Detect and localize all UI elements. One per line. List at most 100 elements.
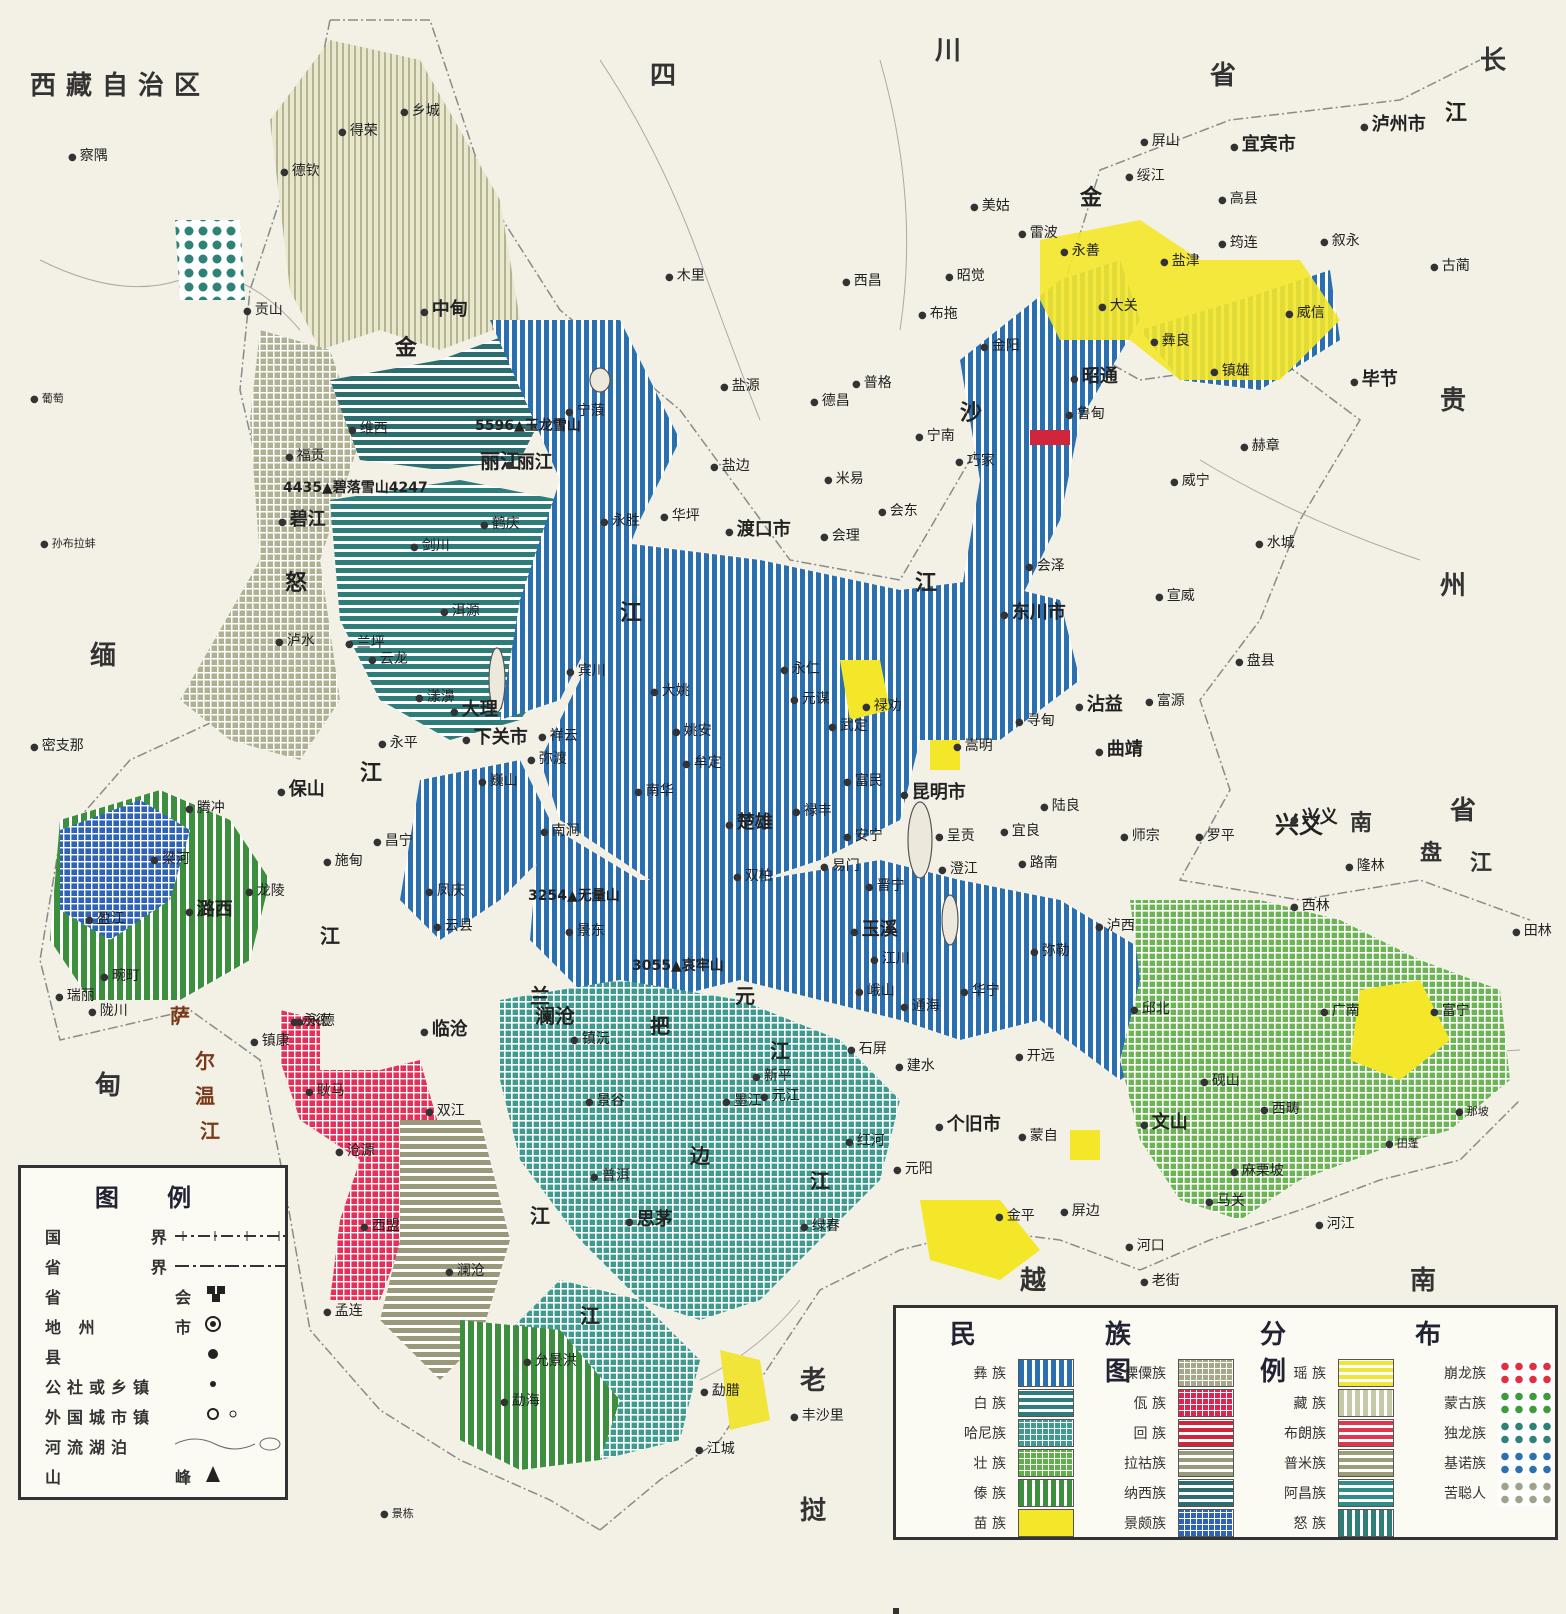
city-label-yuanmou: 元谋 (790, 688, 830, 708)
ethnic-legend-item: 傣 族 (946, 1478, 1106, 1508)
ethnic-name: 苦聪人 (1444, 1486, 1486, 1502)
region-yao (720, 1350, 770, 1430)
city-label-hejiang: 河江 (1315, 1213, 1355, 1233)
river-label: 江 (360, 761, 383, 786)
city-label-jiangcheng: 江城 (695, 1438, 735, 1458)
city-label-tianlin: 田林 (1512, 920, 1552, 940)
city-label-ruili: 瑞丽 (55, 985, 95, 1005)
river-label: 江 (320, 924, 340, 948)
city-label-xuanwei: 宣威 (1155, 585, 1195, 605)
region-label: 南 (1350, 811, 1403, 836)
city-label-dali: 大理 (450, 695, 498, 721)
city-label-yanjin: 盐津 (1160, 250, 1200, 270)
city-label-heqing: 鹤庆 (480, 513, 520, 533)
ethnic-swatch (1338, 1389, 1394, 1417)
city-label-panxian: 盘县 (1235, 650, 1275, 670)
city-label-xuyong: 叙永 (1320, 230, 1360, 250)
city-label-lancang: 澜沧 (445, 1260, 485, 1280)
city-label-ludian: 鲁甸 (1065, 403, 1105, 423)
river-label: 江 (620, 601, 643, 626)
legend-row-label: 地 州 (45, 1318, 101, 1337)
city-label-yuxi: 玉溪 (850, 915, 898, 941)
region-lahu (380, 1120, 510, 1380)
city-label-luliang: 陆良 (1040, 795, 1080, 815)
city-label-tonghai: 通海 (900, 995, 940, 1015)
city-label-hezhang: 赫章 (1240, 435, 1280, 455)
river-lake-icon (174, 1434, 285, 1458)
city-label-derong: 得荣 (338, 120, 378, 140)
city-label-honghe: 红河 (845, 1130, 885, 1150)
city-label-ningnan: 宁南 (915, 425, 955, 445)
city-label-jinyang: 金阳 (980, 335, 1020, 355)
legend-row-label-2: 界 (150, 1258, 167, 1277)
river-label: 金 (1080, 186, 1103, 211)
ethnic-name: 独龙族 (1444, 1426, 1486, 1442)
city-label-qiaojia: 巧家 (955, 450, 995, 470)
city-label-daguan: 大关 (1098, 295, 1138, 315)
city-label-longlin: 隆林 (1345, 855, 1385, 875)
ethnic-legend-item: 回 族 (1106, 1418, 1266, 1448)
city-label-fugong: 福贡 (285, 445, 325, 465)
ethnic-swatch (1498, 1420, 1552, 1446)
city-label-yongping: 永平 (378, 732, 418, 752)
legend-row: 地 州市 (45, 1311, 285, 1341)
city-label-dukou: 渡口市 (725, 515, 791, 541)
city-label-luxi2: 泸西 (1095, 915, 1135, 935)
region-yi-north (490, 320, 680, 720)
city-label-zhanyi: 沾益 (1075, 690, 1123, 716)
city-label-qiubei: 邱北 (1130, 998, 1170, 1018)
city-label-menghai: 勐海 (500, 1390, 540, 1410)
city-label-weixin: 威信 (1285, 302, 1325, 322)
region-label: 州 (1440, 571, 1497, 601)
ethnic-legend-item: 景颇族 (1106, 1508, 1266, 1538)
ethnic-legend-item: 崩龙族 (1426, 1358, 1566, 1388)
ethnic-name: 白 族 (973, 1396, 1006, 1412)
legend-row: 山峰 (45, 1461, 285, 1491)
ethnic-swatch (1178, 1359, 1234, 1387)
ethnic-swatch (1498, 1390, 1552, 1416)
city-label-wanding: 畹町 (100, 965, 140, 985)
ethnic-legend-item: 怒 族 (1266, 1508, 1426, 1538)
legend-row: 公社或乡镇 (45, 1371, 285, 1401)
city-label-xichou: 西畴 (1260, 1098, 1300, 1118)
city-label-zhenyuan: 镇沅 (570, 1028, 610, 1048)
city-label-funing: 富宁 (1430, 1000, 1470, 1020)
city-label-chenggong: 呈贡 (935, 825, 975, 845)
city-label-xilin: 西林 (1290, 895, 1330, 915)
map-legend: 图 例 国界省界省会地 州市县公社或乡镇外国城市镇河流湖泊山峰 (18, 1165, 288, 1500)
region-label: 省 (1450, 796, 1507, 826)
river-label: 元 (735, 984, 755, 1008)
city-label-yibin: 宜宾市 (1230, 130, 1296, 156)
ethnic-legend-item: 普米族 (1266, 1448, 1426, 1478)
ethnic-name: 彝 族 (973, 1366, 1006, 1382)
city-label-huaning: 华宁 (960, 980, 1000, 1000)
city-label-lincang: 临沧 (420, 1015, 468, 1041)
region-dulong (175, 220, 245, 300)
city-label-longling: 龙陵 (245, 880, 285, 900)
river-label: 怒 (285, 571, 308, 596)
city-label-yongren: 永仁 (780, 658, 820, 678)
city-label-xingyi: 兴义 (1290, 803, 1338, 829)
city-label-qujing: 曲靖 (1095, 735, 1143, 761)
city-label-mile: 弥勒 (1030, 940, 1070, 960)
ethnic-swatch (1338, 1479, 1394, 1507)
region-label: 省 (1210, 61, 1267, 91)
city-label-chuxiong: 楚雄 (725, 808, 773, 834)
ethnic-swatch (1498, 1480, 1552, 1506)
river-label: 江 (770, 1039, 790, 1063)
city-label-dayao: 大姚 (650, 680, 690, 700)
city-label-nanjian: 南涧 (540, 820, 580, 840)
ethnic-regions (50, 40, 1510, 1470)
city-label-jiangchuan: 江川 (870, 948, 910, 968)
city-label-jinning: 晋宁 (865, 875, 905, 895)
ethnic-legend-item: 彝 族 (946, 1358, 1106, 1388)
ethnic-legend-item: 拉祜族 (1106, 1448, 1266, 1478)
legend-row-label: 公社或乡镇 (45, 1378, 156, 1397)
city-label-yunxian: 云县 (433, 915, 473, 935)
ethnic-name: 傣 族 (973, 1486, 1006, 1502)
ethnic-swatch (1178, 1479, 1234, 1507)
region-zang (270, 40, 520, 350)
national-boundary-icon (175, 1227, 285, 1246)
region-yi-south (530, 820, 1180, 1080)
region-yi-central (540, 540, 1080, 900)
